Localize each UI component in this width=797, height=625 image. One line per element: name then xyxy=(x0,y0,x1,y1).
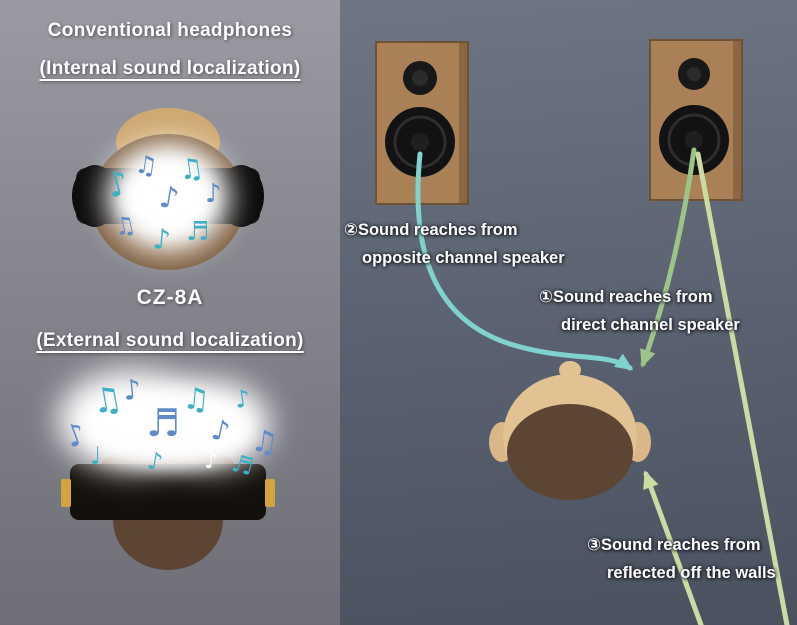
headphones-illustrations: ♪ ♫ ♪ ♫ ♪ ♫ ♪ ♬ ♪ ♫ ♩ xyxy=(58,108,280,570)
music-note-icon: ♫ xyxy=(89,378,126,423)
label-reflected-line2: reflected off the walls xyxy=(607,564,776,582)
headphone-band xyxy=(70,464,266,520)
internal-localization-subtitle: (Internal sound localization) xyxy=(39,58,301,79)
music-note-icon: ♪ xyxy=(151,222,172,256)
headphone-pad-right xyxy=(265,479,275,507)
speaker-tweeter-dome xyxy=(687,67,701,81)
music-note-icon: ♪ xyxy=(205,179,222,209)
label-opposite-channel: ②Sound reaches from opposite channel spe… xyxy=(344,216,565,272)
hair xyxy=(507,404,633,500)
label-direct-channel: ①Sound reaches from direct channel speak… xyxy=(539,283,740,339)
label-opposite-line2: opposite channel speaker xyxy=(362,249,565,267)
speaker-tweeter-dome xyxy=(412,70,428,86)
label-reflected-line1: ③Sound reaches from xyxy=(587,536,761,554)
label-opposite-line1: ②Sound reaches from xyxy=(344,221,518,239)
music-note-icon: ♬ xyxy=(146,401,180,445)
internal-localization-illustration: ♪ ♫ ♪ ♫ ♪ ♫ ♪ ♬ xyxy=(72,108,264,270)
speaker-left xyxy=(375,41,469,205)
music-note-icon: ♪ xyxy=(204,449,218,474)
music-note-icon: ♩ xyxy=(90,442,101,470)
product-model-name: CZ-8A xyxy=(136,286,204,309)
arrow-toward-wall xyxy=(695,151,790,625)
speakers-panel: ②Sound reaches from opposite channel spe… xyxy=(340,0,797,625)
speakers-illustration xyxy=(375,39,790,625)
external-localization-illustration: ♪ ♫ ♩ ♪ ♬ ♪ ♫ ♪ ♪ ♫ ♪ ♬ xyxy=(58,370,280,570)
arrow-direct-channel xyxy=(640,147,697,368)
conventional-headphones-title: Conventional headphones xyxy=(47,20,293,41)
music-note-icon: ♫ xyxy=(133,149,159,181)
listener-head xyxy=(489,361,651,500)
music-note-icon: ♫ xyxy=(181,381,211,418)
music-note-icon: ♬ xyxy=(186,217,209,247)
label-direct-line2: direct channel speaker xyxy=(561,316,740,334)
speaker-cabinet-edge xyxy=(459,43,467,203)
headphone-cup-left xyxy=(72,165,118,227)
headphone-pad-left xyxy=(61,479,71,507)
music-note-icon: ♫ xyxy=(249,423,281,461)
headphone-cup-right xyxy=(218,165,264,227)
music-note-icon: ♪ xyxy=(233,384,252,414)
external-localization-subtitle: (External sound localization) xyxy=(36,330,304,351)
head-back-view xyxy=(113,520,223,570)
headphones-panel: ♪ ♫ ♪ ♫ ♪ ♫ ♪ ♬ ♪ ♫ ♩ xyxy=(0,0,340,625)
music-note-icon: ♪ xyxy=(122,373,143,407)
sound-glow-core xyxy=(124,159,212,235)
arrow-opposite-channel xyxy=(415,151,634,371)
speaker-right xyxy=(649,39,743,201)
music-note-icon: ♫ xyxy=(176,151,205,187)
sound-glow-core xyxy=(90,398,250,466)
speaker-cabinet-edge xyxy=(733,41,741,199)
speaker-woofer-cap xyxy=(411,133,429,151)
music-note-icon: ♪ xyxy=(145,446,165,476)
label-direct-line1: ①Sound reaches from xyxy=(539,288,713,306)
label-wall-reflection: ③Sound reaches from reflected off the wa… xyxy=(587,531,776,587)
speaker-woofer-cap xyxy=(685,131,703,149)
